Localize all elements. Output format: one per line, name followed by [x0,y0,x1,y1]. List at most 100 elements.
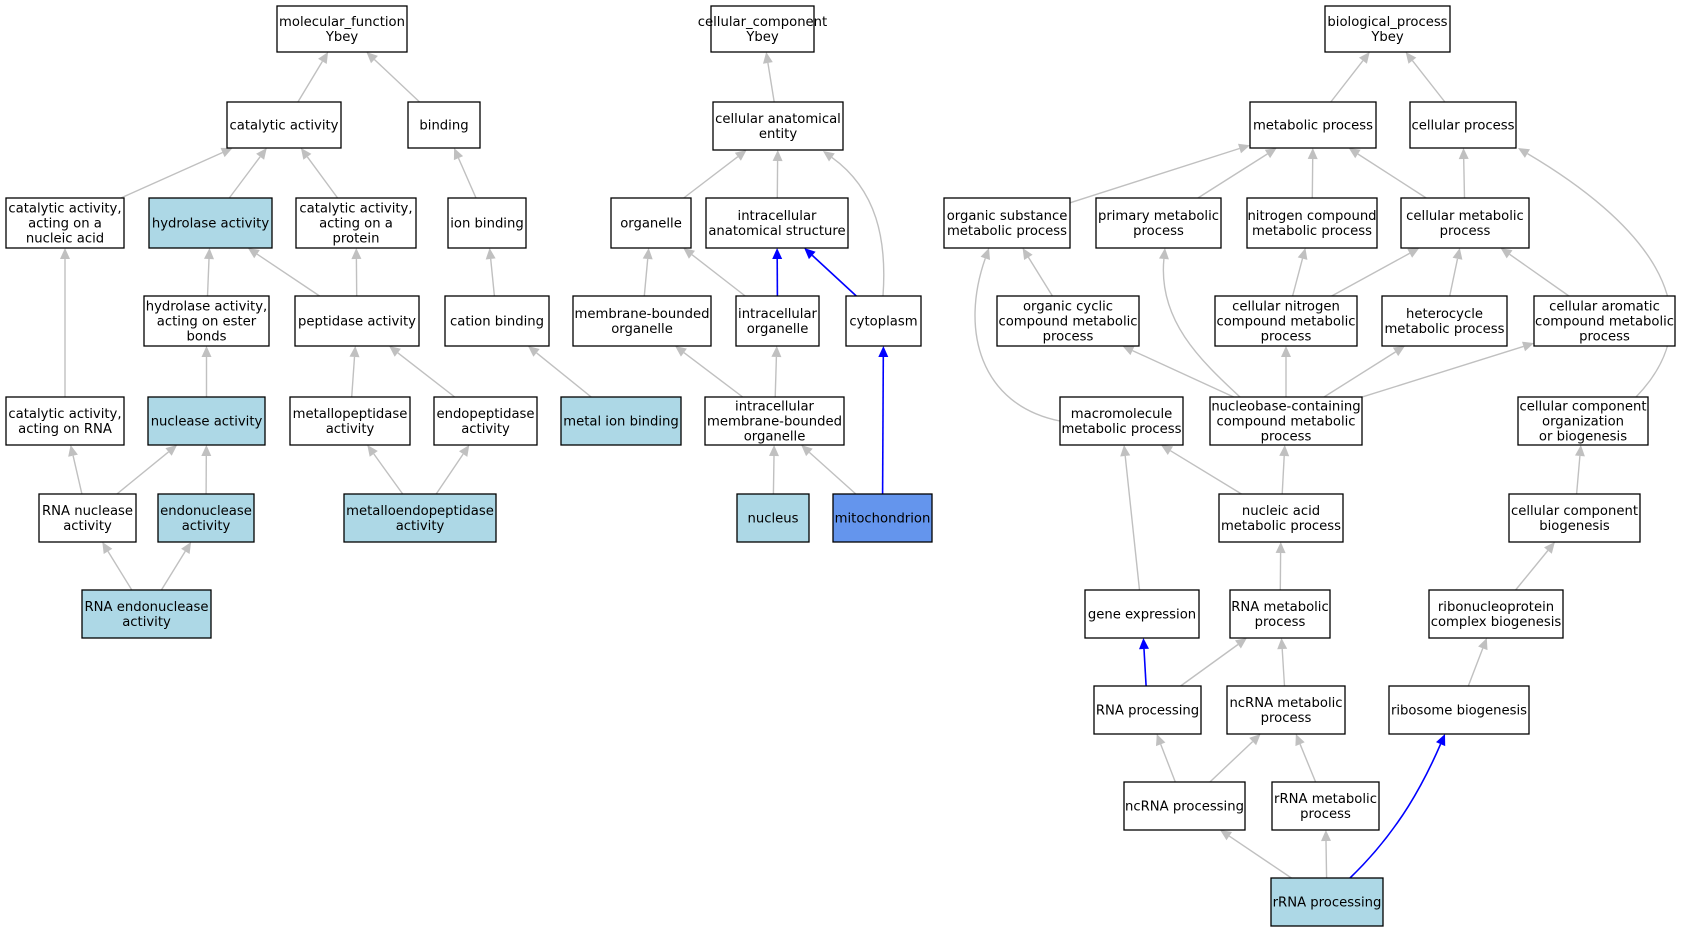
node-nucleus[interactable]: nucleus [736,493,810,543]
node-box[interactable] [447,197,527,249]
node-box[interactable] [433,396,538,446]
node-cellproc[interactable]: cellular process [1409,101,1517,149]
node-metal_ion[interactable]: metal ion binding [560,396,682,446]
node-box[interactable] [1517,396,1649,446]
node-box[interactable] [1229,589,1331,639]
node-box[interactable] [710,5,815,53]
node-box[interactable] [735,295,820,347]
node-box[interactable] [1059,396,1184,446]
node-hydrolase[interactable]: hydrolase activity [148,197,273,249]
node-box[interactable] [610,197,692,249]
node-rrp[interactable]: rRNA processing [1270,877,1384,927]
node-box[interactable] [712,101,844,151]
node-box[interactable] [1123,781,1246,831]
node-box[interactable] [444,295,550,347]
node-box[interactable] [572,295,712,347]
node-box[interactable] [1271,781,1380,831]
node-box[interactable] [1218,493,1344,543]
node-cat_rna[interactable]: catalytic activity,acting on RNA [5,396,125,446]
node-box[interactable] [1214,295,1358,347]
node-box[interactable] [704,396,845,446]
node-box[interactable] [157,493,255,543]
node-rp[interactable]: RNA processing [1093,685,1202,735]
node-box[interactable] [1093,685,1202,735]
node-box[interactable] [845,295,922,347]
node-ion_binding[interactable]: ion binding [447,197,527,249]
node-box[interactable] [832,493,933,543]
node-box[interactable] [289,396,411,446]
node-box[interactable] [81,589,212,639]
node-box[interactable] [294,295,420,347]
node-box[interactable] [1428,589,1564,639]
node-box[interactable] [148,197,273,249]
node-box[interactable] [5,197,125,249]
node-cation[interactable]: cation binding [444,295,550,347]
node-box[interactable] [1084,589,1200,639]
node-box[interactable] [736,493,810,543]
node-box[interactable] [1246,197,1378,249]
node-box[interactable] [226,101,342,149]
node-mito[interactable]: mitochondrion [832,493,933,543]
node-ge[interactable]: gene expression [1084,589,1200,639]
node-box[interactable] [1508,493,1641,543]
node-catalytic[interactable]: catalytic activity [226,101,342,149]
node-box[interactable] [1324,5,1451,53]
node-box[interactable] [1249,101,1377,149]
node-box[interactable] [343,493,497,543]
node-cytoplasm[interactable]: cytoplasm [845,295,922,347]
node-box[interactable] [705,197,849,249]
node-ncrp[interactable]: ncRNA processing [1123,781,1246,831]
node-box[interactable] [1270,877,1384,927]
node-box[interactable] [1226,685,1346,735]
node-box[interactable] [1209,396,1363,446]
node-box[interactable] [276,5,408,53]
node-box[interactable] [996,295,1140,347]
node-box[interactable] [407,101,481,149]
node-rb[interactable]: ribosome biogenesis [1388,685,1530,735]
node-box[interactable] [1409,101,1517,149]
node-box[interactable] [943,197,1071,249]
node-box[interactable] [1533,295,1676,347]
node-box[interactable] [560,396,682,446]
node-binding[interactable]: binding [407,101,481,149]
node-box[interactable] [1388,685,1530,735]
node-box[interactable] [143,295,270,347]
node-box[interactable] [38,493,137,543]
node-box[interactable] [1095,197,1222,249]
node-box[interactable] [1381,295,1508,347]
node-box[interactable] [147,396,266,446]
node-metab[interactable]: metabolic process [1249,101,1377,149]
